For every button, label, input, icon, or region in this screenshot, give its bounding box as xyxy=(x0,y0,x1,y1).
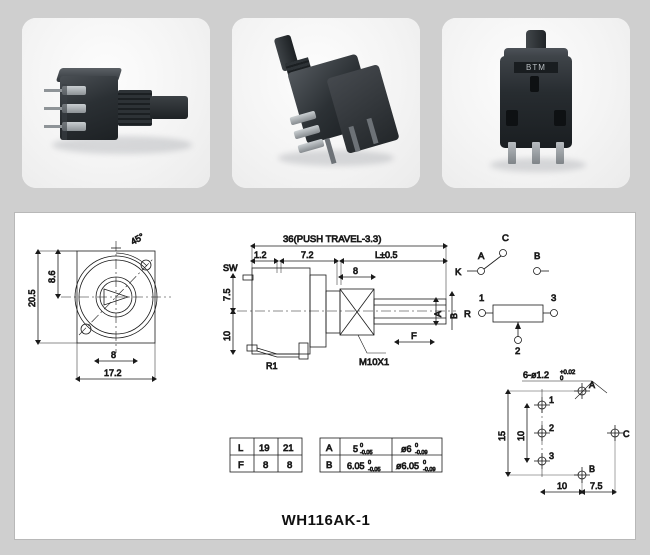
pcb-pad-B: B xyxy=(589,464,595,474)
part-pin xyxy=(44,89,62,92)
product-photo-angled-view[interactable] xyxy=(232,18,420,188)
technical-drawing-panel: 45° 8.6 20.5 8 xyxy=(14,212,636,540)
ab-row-1-label: B xyxy=(326,460,332,471)
ab-row-0-flat-nom: 5 xyxy=(353,444,358,454)
pcb-pad-3: 3 xyxy=(549,451,554,461)
pcb-dim-10-vert: 10 xyxy=(516,431,526,441)
ab-row-0-flat-low: -0.05 xyxy=(360,450,373,456)
dim-10-side: 10 xyxy=(222,331,232,341)
dim-8: 8 xyxy=(111,350,116,360)
lf-row-1-v1: 8 xyxy=(263,460,268,471)
ab-row-1-dia-up: 0 xyxy=(423,460,426,466)
pcb-hole-tol-lower: 0 xyxy=(560,376,564,382)
ab-row-1-flat-low: -0.05 xyxy=(368,467,381,473)
dim-1-2: 1.2 xyxy=(254,250,267,260)
dim-8-6: 8.6 xyxy=(47,270,57,283)
schematic-pin-3: 3 xyxy=(551,293,556,304)
dim-7-5: 7.5 xyxy=(222,288,232,301)
table-lf: L 19 21 F 8 8 xyxy=(229,437,303,473)
part-slot xyxy=(506,110,518,126)
pcb-pad-1: 1 xyxy=(549,395,554,405)
part-bushing xyxy=(118,90,152,126)
dim-A-label: A xyxy=(433,311,443,317)
part-body-rear xyxy=(326,64,400,154)
photo-side-view-image xyxy=(22,18,210,188)
dim-17-2: 17.2 xyxy=(104,368,122,378)
dim-angle-45: 45° xyxy=(129,231,146,247)
ab-row-1-flat-up: 0 xyxy=(368,460,371,466)
pcb-pad-C: C xyxy=(623,429,630,439)
schematic-pin-2: 2 xyxy=(515,346,520,357)
ab-row-0-dia-low: -0.09 xyxy=(415,450,428,456)
part-pin xyxy=(556,142,564,164)
resistor-label-R: R xyxy=(464,309,471,320)
lf-row-0-label: L xyxy=(238,443,243,454)
dim-F: F xyxy=(411,331,417,342)
dim-thread-8: 8 xyxy=(353,266,358,276)
dim-L: L±0.5 xyxy=(375,250,397,260)
dim-7-2: 7.2 xyxy=(301,250,314,260)
label-thread: M10X1 xyxy=(359,357,389,368)
lf-row-0-v1: 19 xyxy=(259,443,270,454)
product-photo-side-view[interactable] xyxy=(22,18,210,188)
drawing-pcb-layout: 1 2 3 A B C 6-ø1.2 +0.02 0 xyxy=(497,370,630,495)
terminal-B: B xyxy=(534,251,540,262)
ab-row-0-dia-up: 0 xyxy=(415,443,418,449)
drawing-schematic: K A C B R 1 3 2 xyxy=(455,233,558,357)
drawing-front-view: 45° 8.6 20.5 8 xyxy=(27,231,171,382)
pcb-pad-2: 2 xyxy=(549,423,554,433)
ab-row-0-dia-nom: ø6 xyxy=(401,444,412,454)
pcb-dim-10-horiz: 10 xyxy=(557,481,567,491)
product-photo-front-view[interactable]: BTM xyxy=(442,18,630,188)
pcb-hole-tol-upper: +0.02 xyxy=(560,370,576,376)
photo-front-view-image: BTM xyxy=(442,18,630,188)
lf-row-1-label: F xyxy=(238,460,244,471)
label-sw: SW xyxy=(223,263,238,273)
label-r1: R1 xyxy=(266,361,278,371)
part-slot xyxy=(530,76,539,92)
pcb-hole-callout: 6-ø1.2 xyxy=(523,370,549,380)
schematic-pin-1: 1 xyxy=(479,293,484,304)
pcb-dim-7-5: 7.5 xyxy=(590,481,603,491)
part-pin xyxy=(508,142,516,164)
ab-row-0-label: A xyxy=(326,443,333,454)
part-pin xyxy=(532,142,540,164)
pcb-pad-A: A xyxy=(589,380,595,390)
housing-marking: BTM xyxy=(514,62,558,73)
lf-row-0-v2: 21 xyxy=(283,443,294,454)
part-shaft xyxy=(150,96,188,119)
photo-angled-view-image xyxy=(232,18,420,188)
part-terminal xyxy=(62,104,86,113)
part-slot xyxy=(554,110,566,126)
technical-drawing-svg: 45° 8.6 20.5 8 xyxy=(27,231,630,495)
part-number: WH116AK-1 xyxy=(281,512,371,529)
dim-B-label: B xyxy=(449,313,459,319)
terminal-K: K xyxy=(455,267,462,278)
part-terminal xyxy=(62,86,86,95)
ab-row-0-flat-up: 0 xyxy=(360,443,363,449)
part-pin xyxy=(44,125,62,128)
part-terminal xyxy=(62,122,86,131)
ab-row-1-dia-nom: ø6.05 xyxy=(396,461,419,471)
drawing-side-view: R1 SW 36(PUSH TRAVEL-3.3) 1.2 xyxy=(222,234,460,372)
ab-row-1-flat-nom: 6.05 xyxy=(347,461,365,471)
dim-20-5: 20.5 xyxy=(27,289,37,307)
terminal-C: C xyxy=(502,233,509,244)
dim-overall-push-travel: 36(PUSH TRAVEL-3.3) xyxy=(283,234,381,245)
product-photo-strip: BTM xyxy=(0,0,650,205)
table-ab: A 5 0 -0.05 ø6 0 -0.09 B 6.05 0 -0.05 ø6… xyxy=(319,437,443,473)
ab-row-1-dia-low: -0.09 xyxy=(423,467,436,473)
terminal-A: A xyxy=(478,251,485,262)
part-pin xyxy=(44,107,62,110)
lf-row-1-v2: 8 xyxy=(287,460,292,471)
pcb-dim-15: 15 xyxy=(497,431,507,441)
